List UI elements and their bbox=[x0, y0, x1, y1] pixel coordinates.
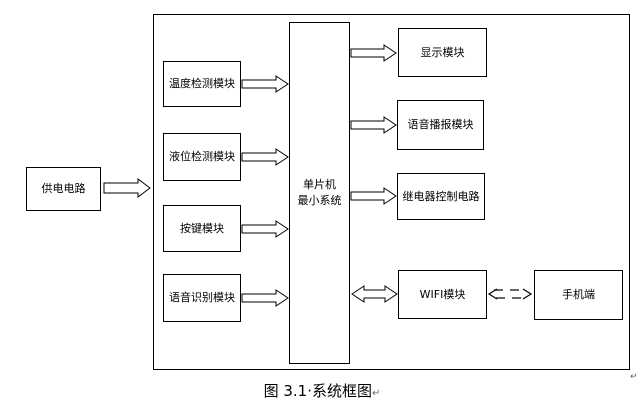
input-block-keys: 按键模块 bbox=[163, 205, 241, 252]
input-block-temperature: 温度检测模块 bbox=[163, 61, 241, 107]
power-supply-block: 供电电路 bbox=[26, 167, 101, 211]
input-label-voice-recognition: 语音识别模块 bbox=[169, 291, 235, 304]
caption-text: 图 3.1·系统框图 bbox=[263, 382, 372, 400]
input-label-level: 液位检测模块 bbox=[169, 150, 235, 163]
input-block-level: 液位检测模块 bbox=[163, 133, 241, 181]
input-label-keys: 按键模块 bbox=[180, 221, 224, 235]
mcu-label-line1: 单片机 bbox=[303, 178, 336, 191]
input-block-voice-recognition: 语音识别模块 bbox=[163, 274, 241, 322]
output-block-relay: 继电器控制电路 bbox=[397, 173, 485, 220]
caption-return-mark: ↵ bbox=[372, 388, 381, 399]
figure-caption: 图 3.1·系统框图↵ bbox=[0, 380, 644, 401]
wifi-block: WIFI模块 bbox=[398, 270, 487, 319]
output-label-relay: 继电器控制电路 bbox=[402, 189, 480, 203]
output-label-display: 显示模块 bbox=[420, 45, 465, 59]
wifi-label: WIFI模块 bbox=[419, 287, 466, 301]
output-label-voice-broadcast: 语音播报模块 bbox=[407, 118, 474, 131]
power-supply-label: 供电电路 bbox=[41, 182, 86, 195]
output-block-display: 显示模块 bbox=[398, 28, 487, 77]
phone-label: 手机端 bbox=[562, 288, 595, 301]
mcu-label-line2: 最小系统 bbox=[297, 194, 342, 207]
paragraph-mark: ↵ bbox=[630, 372, 638, 382]
arrow-power-to-system bbox=[103, 178, 151, 198]
system-boundary bbox=[153, 14, 630, 370]
output-block-voice-broadcast: 语音播报模块 bbox=[397, 100, 484, 150]
phone-block: 手机端 bbox=[534, 270, 623, 320]
input-label-temperature: 温度检测模块 bbox=[169, 77, 235, 90]
mcu-block: 单片机 最小系统 bbox=[289, 22, 350, 364]
